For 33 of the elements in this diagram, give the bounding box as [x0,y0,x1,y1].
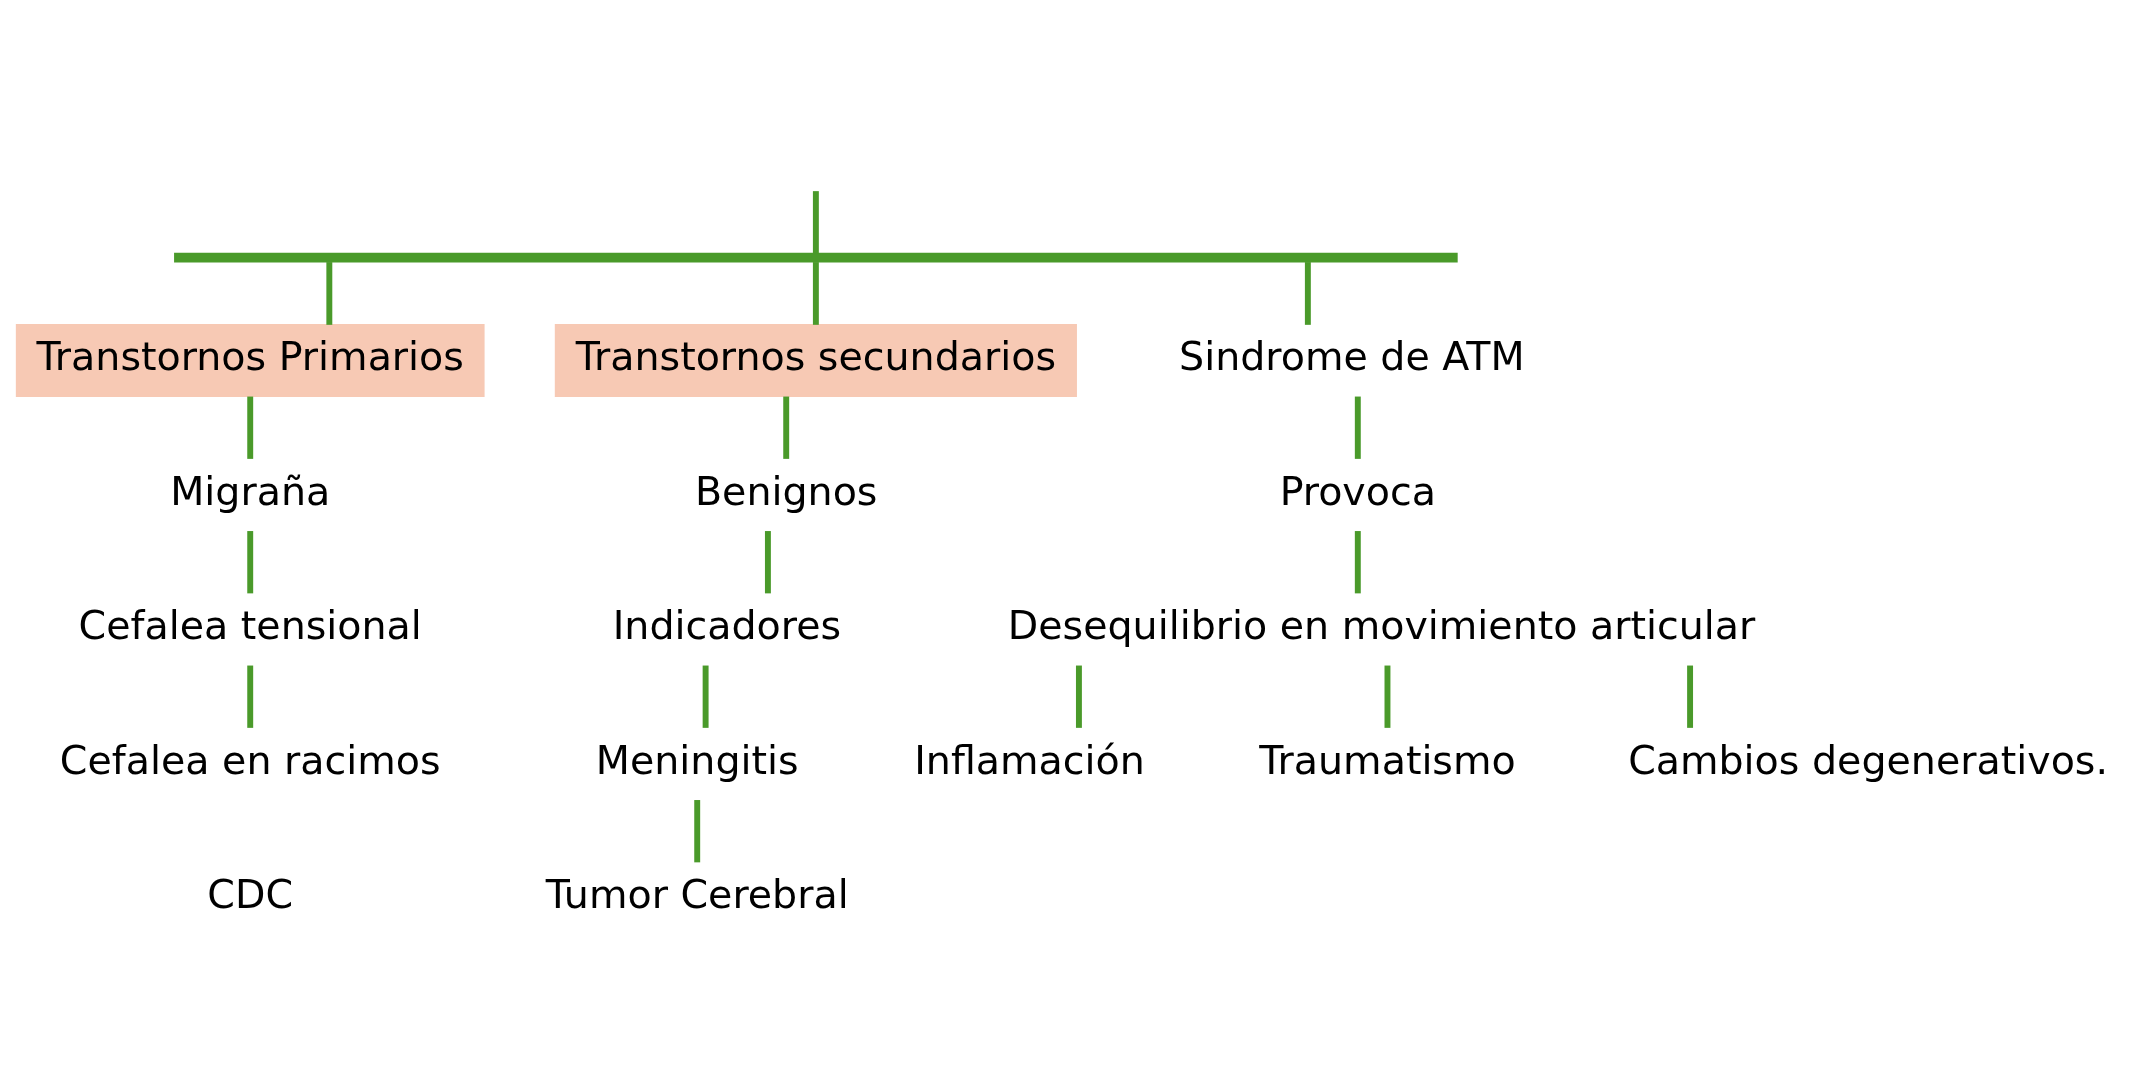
node-text: Inflamación [914,736,1145,783]
node-text: Traumatismo [1259,736,1516,783]
connector [702,665,709,728]
connector [1354,396,1361,459]
node-text: Tumor Cerebral [545,870,849,917]
connector [694,799,701,862]
connector [247,530,254,593]
connector [247,396,254,459]
connector [764,530,771,593]
connector [326,261,333,325]
node-text: Migraña [170,467,331,514]
node-text: Provoca [1279,467,1436,514]
connector [1687,665,1694,728]
connector [247,665,254,728]
node-text: Indicadores [612,601,842,648]
node-bar [174,252,1458,263]
node-box: Transtornos secundarios [554,323,1077,397]
connector [1304,261,1311,325]
node-text: Meningitis [595,736,799,783]
node-text: Cefalea en racimos [59,736,441,783]
node-box: Transtornos Primarios [15,323,485,397]
node-text: Desequilibrio en movimiento articular [1007,601,1756,648]
connector [1354,530,1361,593]
label: CDC [207,870,294,917]
connector [1075,665,1082,728]
connector [812,261,819,325]
node-text: Cambios degenerativos. [1628,736,2109,783]
node-text: Sindrome de ATM [1179,332,1525,379]
connector [1384,665,1391,728]
node-text: Benignos [694,467,878,514]
node-text: Cefalea tensional [78,601,422,648]
connector [812,190,819,253]
connector [783,396,790,459]
